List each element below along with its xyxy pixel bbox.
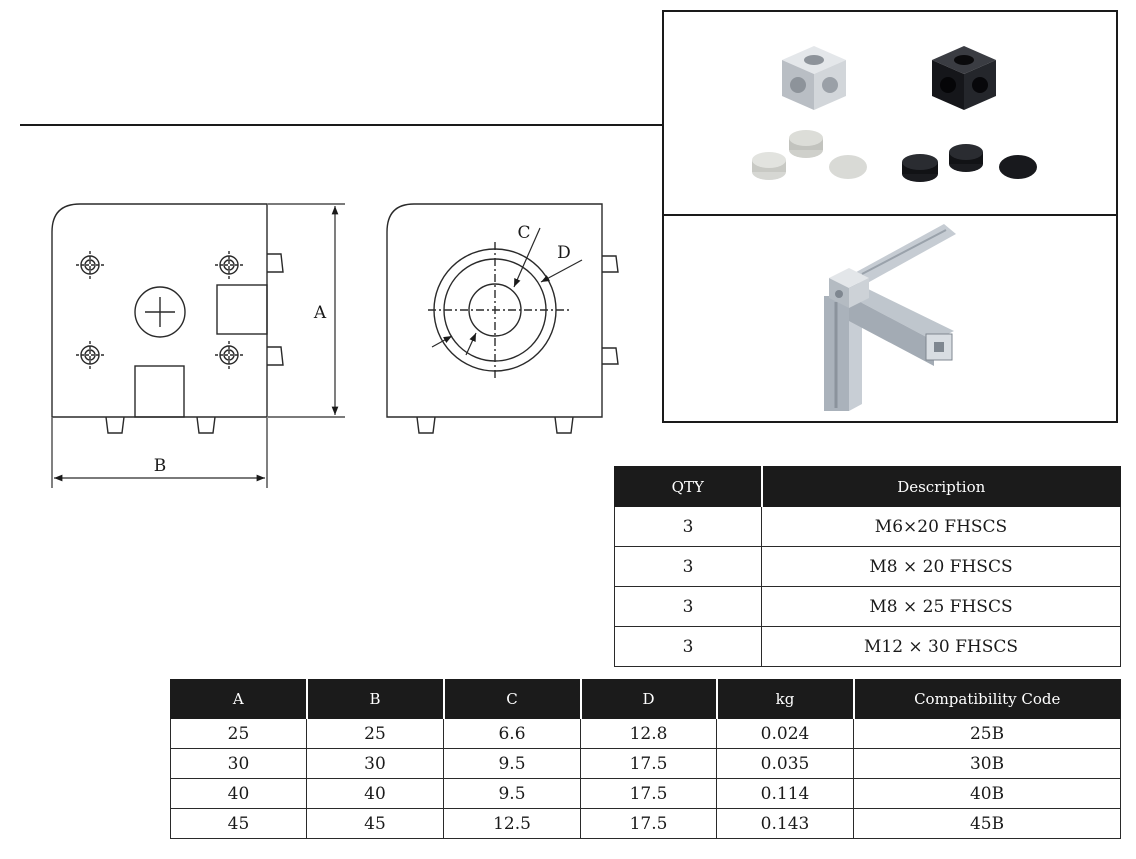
dimension-a xyxy=(268,203,345,418)
cell-b: 45 xyxy=(306,808,444,839)
dimension-d xyxy=(431,259,583,348)
header-rule xyxy=(20,124,662,126)
cell-c: 6.6 xyxy=(443,718,581,749)
spec-table: A B C D kg Compatibility Code 25 25 6.6 … xyxy=(170,679,1121,839)
cube-connectors-and-caps-photo xyxy=(752,46,1037,182)
description-cell: M12 × 30 FHSCS xyxy=(761,626,1121,667)
cell-c: 12.5 xyxy=(443,808,581,839)
header-a: A xyxy=(170,679,308,719)
dimension-d-label: D xyxy=(557,243,571,263)
cell-kg: 0.024 xyxy=(716,718,854,749)
description-cell: M8 × 20 FHSCS xyxy=(761,546,1121,587)
description-cell: M8 × 25 FHSCS xyxy=(761,586,1121,627)
dimension-a-label: A xyxy=(313,303,327,323)
table-row: 40 40 9.5 17.5 0.114 40B xyxy=(170,778,1121,809)
bolt-hole xyxy=(215,341,243,369)
table-row: 30 30 9.5 17.5 0.035 30B xyxy=(170,748,1121,779)
cell-a: 25 xyxy=(170,718,307,749)
dimension-c-label: C xyxy=(517,223,530,243)
front-view xyxy=(51,203,284,434)
cell-d: 17.5 xyxy=(580,778,717,809)
side-view xyxy=(386,203,619,434)
cell-b: 30 xyxy=(306,748,444,779)
cell-b: 40 xyxy=(306,778,444,809)
header-description: Description xyxy=(761,466,1121,507)
header-compatibility-code: Compatibility Code xyxy=(853,679,1121,719)
qty-cell: 3 xyxy=(614,626,762,667)
silver-cube-connector xyxy=(782,46,846,110)
cell-a: 40 xyxy=(170,778,307,809)
cell-c: 9.5 xyxy=(443,778,581,809)
cell-c: 9.5 xyxy=(443,748,581,779)
cell-a: 30 xyxy=(170,748,307,779)
silver-end-caps xyxy=(752,130,867,180)
cell-kg: 0.114 xyxy=(716,778,854,809)
cell-compatibility-code: 30B xyxy=(853,748,1121,779)
dimension-b-label: B xyxy=(154,456,167,476)
cell-d: 17.5 xyxy=(580,748,717,779)
table-row: 25 25 6.6 12.8 0.024 25B xyxy=(170,718,1121,749)
technical-drawing: A B C D xyxy=(51,203,619,488)
cell-d: 17.5 xyxy=(580,808,717,839)
header-qty: QTY xyxy=(614,466,763,507)
cell-compatibility-code: 45B xyxy=(853,808,1121,839)
cell-kg: 0.143 xyxy=(716,808,854,839)
bolt-hole xyxy=(215,251,243,279)
bolt-hole xyxy=(76,341,104,369)
bolt-hole xyxy=(76,251,104,279)
header-kg: kg xyxy=(716,679,855,719)
cell-a: 45 xyxy=(170,808,307,839)
dimension-c xyxy=(465,227,541,356)
cell-d: 12.8 xyxy=(580,718,717,749)
assembled-profile-corner-photo xyxy=(824,224,956,411)
header-c: C xyxy=(443,679,582,719)
cell-kg: 0.035 xyxy=(716,748,854,779)
table-row: 45 45 12.5 17.5 0.143 45B xyxy=(170,808,1121,839)
header-d: D xyxy=(580,679,718,719)
dimension-b xyxy=(51,418,268,488)
black-cube-connector xyxy=(932,46,996,110)
header-b: B xyxy=(306,679,445,719)
cell-compatibility-code: 40B xyxy=(853,778,1121,809)
qty-cell: 3 xyxy=(614,506,762,547)
description-cell: M6×20 FHSCS xyxy=(761,506,1121,547)
qty-cell: 3 xyxy=(614,546,762,587)
connector-photo-box xyxy=(662,10,1118,216)
cell-b: 25 xyxy=(306,718,444,749)
assembly-photo-box xyxy=(662,214,1118,423)
qty-cell: 3 xyxy=(614,586,762,627)
cell-compatibility-code: 25B xyxy=(853,718,1121,749)
black-end-caps xyxy=(902,144,1037,182)
